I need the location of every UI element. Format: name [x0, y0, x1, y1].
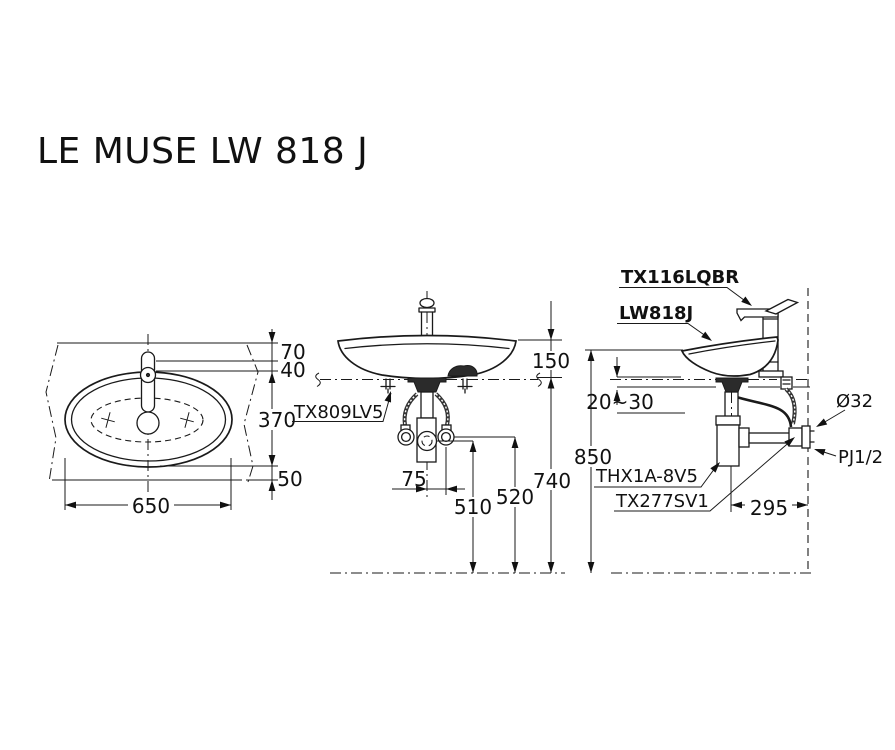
- dim-70-label: 70: [280, 340, 305, 364]
- side-labels: TX116LQBR LW818J Ø32 PJ1/2 THX1A-8V5 TX2…: [594, 267, 883, 512]
- dim-740-label: 740: [533, 469, 571, 493]
- front-overflow-fitting: [447, 365, 478, 377]
- side-supply-hose: [732, 376, 797, 428]
- front-view: TX809LV5: [292, 291, 571, 574]
- side-popup-cable: [732, 394, 793, 428]
- dim-650-label: 650: [132, 494, 170, 518]
- front-drain-assembly: [397, 377, 455, 463]
- front-dim-510: [437, 440, 477, 573]
- side-trap-assembly: [715, 377, 815, 467]
- plan-counter: [45, 342, 278, 483]
- dim-850-label: 850: [574, 445, 612, 469]
- dim-150-label: 150: [532, 349, 570, 373]
- dim-2030-label: 20~30: [586, 390, 654, 414]
- label-tx116lqbr: TX116LQBR: [621, 267, 739, 288]
- front-dim-520: [454, 436, 519, 573]
- dim-510-label: 510: [454, 495, 492, 519]
- plan-view: 70 40 370 50 650: [45, 329, 306, 518]
- page-title: LE MUSE LW 818 J: [37, 131, 369, 172]
- plan-faucet: [136, 351, 160, 435]
- plan-dim-650: [64, 458, 232, 510]
- label-pj12: PJ1/2: [838, 447, 883, 468]
- front-dim-75: [392, 447, 465, 495]
- front-mount-bolts: [380, 378, 473, 394]
- label-lw818j: LW818J: [619, 303, 693, 324]
- dim-40-label: 40: [280, 358, 305, 382]
- plan-extension-lines: [156, 360, 278, 481]
- side-basin-outline: [680, 336, 779, 377]
- plan-mount-marks: [101, 412, 194, 428]
- front-faucet: [418, 297, 436, 341]
- side-dim-850: [585, 349, 683, 573]
- front-dim-150-740: [518, 301, 562, 573]
- front-basin-outline: [337, 334, 517, 380]
- label-tx277sv1: TX277SV1: [615, 491, 709, 512]
- side-counter: [610, 376, 810, 388]
- dim-295-label: 295: [750, 496, 788, 520]
- side-dim-2030: [613, 357, 685, 414]
- dim-520-label: 520: [496, 485, 534, 509]
- dim-50-label: 50: [277, 467, 302, 491]
- label-thx1a8v5: THX1A-8V5: [595, 466, 698, 487]
- front-drain-label: TX809LV5: [292, 391, 392, 423]
- label-dia32: Ø32: [836, 391, 873, 412]
- label-tx809lv5: TX809LV5: [293, 402, 384, 423]
- dim-370-label: 370: [258, 408, 296, 432]
- plan-dim-line: [268, 329, 276, 500]
- side-view: TX116LQBR LW818J Ø32 PJ1/2 THX1A-8V5 TX2…: [574, 267, 883, 574]
- side-dim-295: [730, 466, 808, 512]
- dim-75-label: 75: [401, 467, 426, 491]
